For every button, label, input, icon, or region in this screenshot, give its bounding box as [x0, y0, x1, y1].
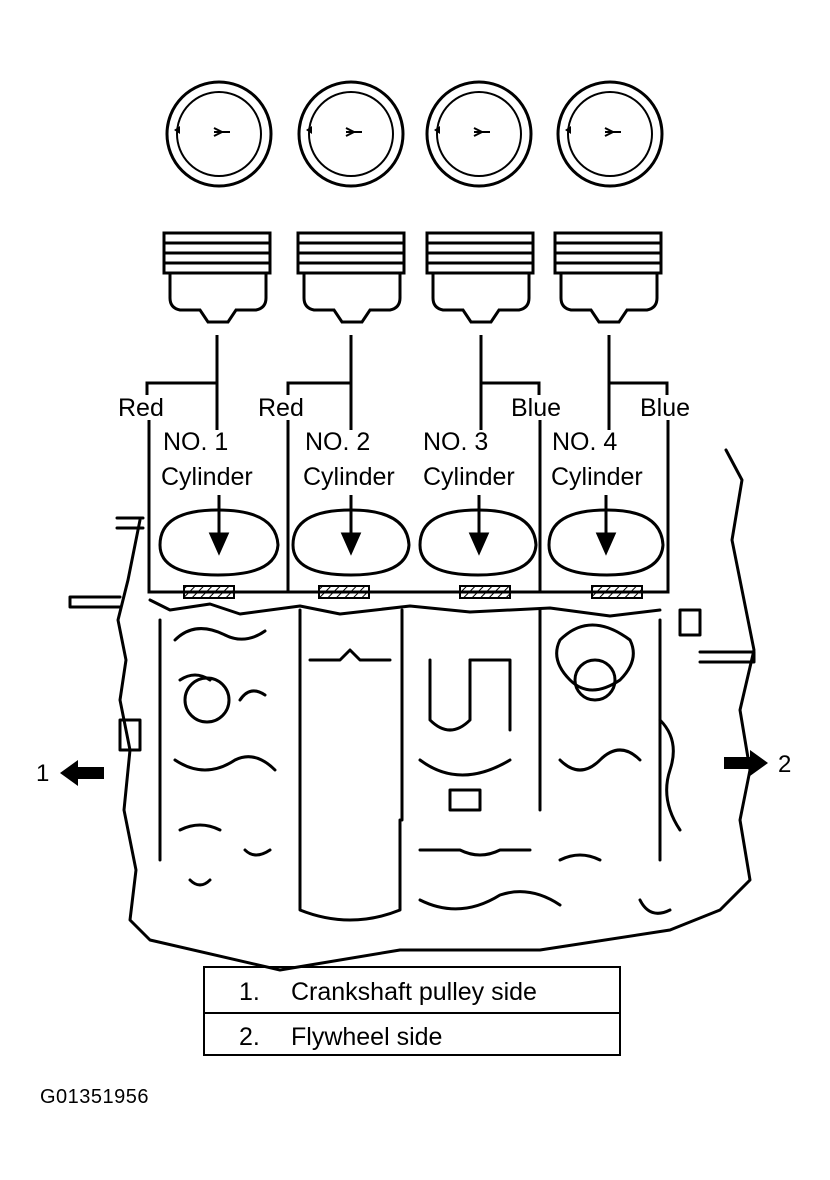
engine-block — [68, 448, 756, 972]
legend-row: 1. Crankshaft pulley side — [205, 968, 619, 1014]
cylinder-bores — [158, 508, 665, 577]
cylinder-2-number: NO. 2 — [305, 428, 371, 456]
direction-marker-1: 1 — [36, 760, 50, 787]
piston-side-2 — [296, 231, 406, 324]
legend-text: Flywheel side — [291, 1023, 443, 1051]
cylinder-2-word: Cylinder — [303, 463, 395, 491]
cylinder-1-word: Cylinder — [161, 463, 253, 491]
right-arrow-icon — [724, 750, 768, 776]
piston-top-1 — [165, 80, 273, 188]
cylinder-3-word: Cylinder — [423, 463, 515, 491]
direction-marker-2: 2 — [778, 751, 792, 778]
figure-id: G01351956 — [40, 1086, 150, 1108]
legend-text: Crankshaft pulley side — [291, 978, 537, 1006]
piston-side-1 — [162, 231, 272, 324]
leader-lines — [145, 335, 669, 430]
piston-side-4 — [553, 231, 663, 324]
piston-2-color-label: Red — [258, 394, 304, 422]
piston-top-2 — [297, 80, 405, 188]
legend-table: 1. Crankshaft pulley side 2. Flywheel si… — [203, 966, 621, 1056]
cylinder-3-number: NO. 3 — [423, 428, 489, 456]
bearing-caps — [160, 585, 662, 599]
piston-3-color-label: Blue — [511, 394, 562, 422]
piston-top-4 — [556, 80, 664, 188]
piston-top-3 — [425, 80, 533, 188]
cylinder-1-number: NO. 1 — [163, 428, 229, 456]
cylinder-4-word: Cylinder — [551, 463, 643, 491]
cylinder-arrows — [208, 495, 617, 556]
cylinder-4-number: NO. 4 — [552, 428, 618, 456]
legend-row: 2. Flywheel side — [205, 1013, 619, 1057]
piston-4-color-label: Blue — [640, 394, 691, 422]
legend-number: 2. — [239, 1023, 260, 1051]
left-arrow-icon — [60, 760, 104, 786]
piston-1-color-label: Red — [118, 394, 164, 422]
piston-side-3 — [425, 231, 535, 324]
legend-number: 1. — [239, 978, 260, 1006]
